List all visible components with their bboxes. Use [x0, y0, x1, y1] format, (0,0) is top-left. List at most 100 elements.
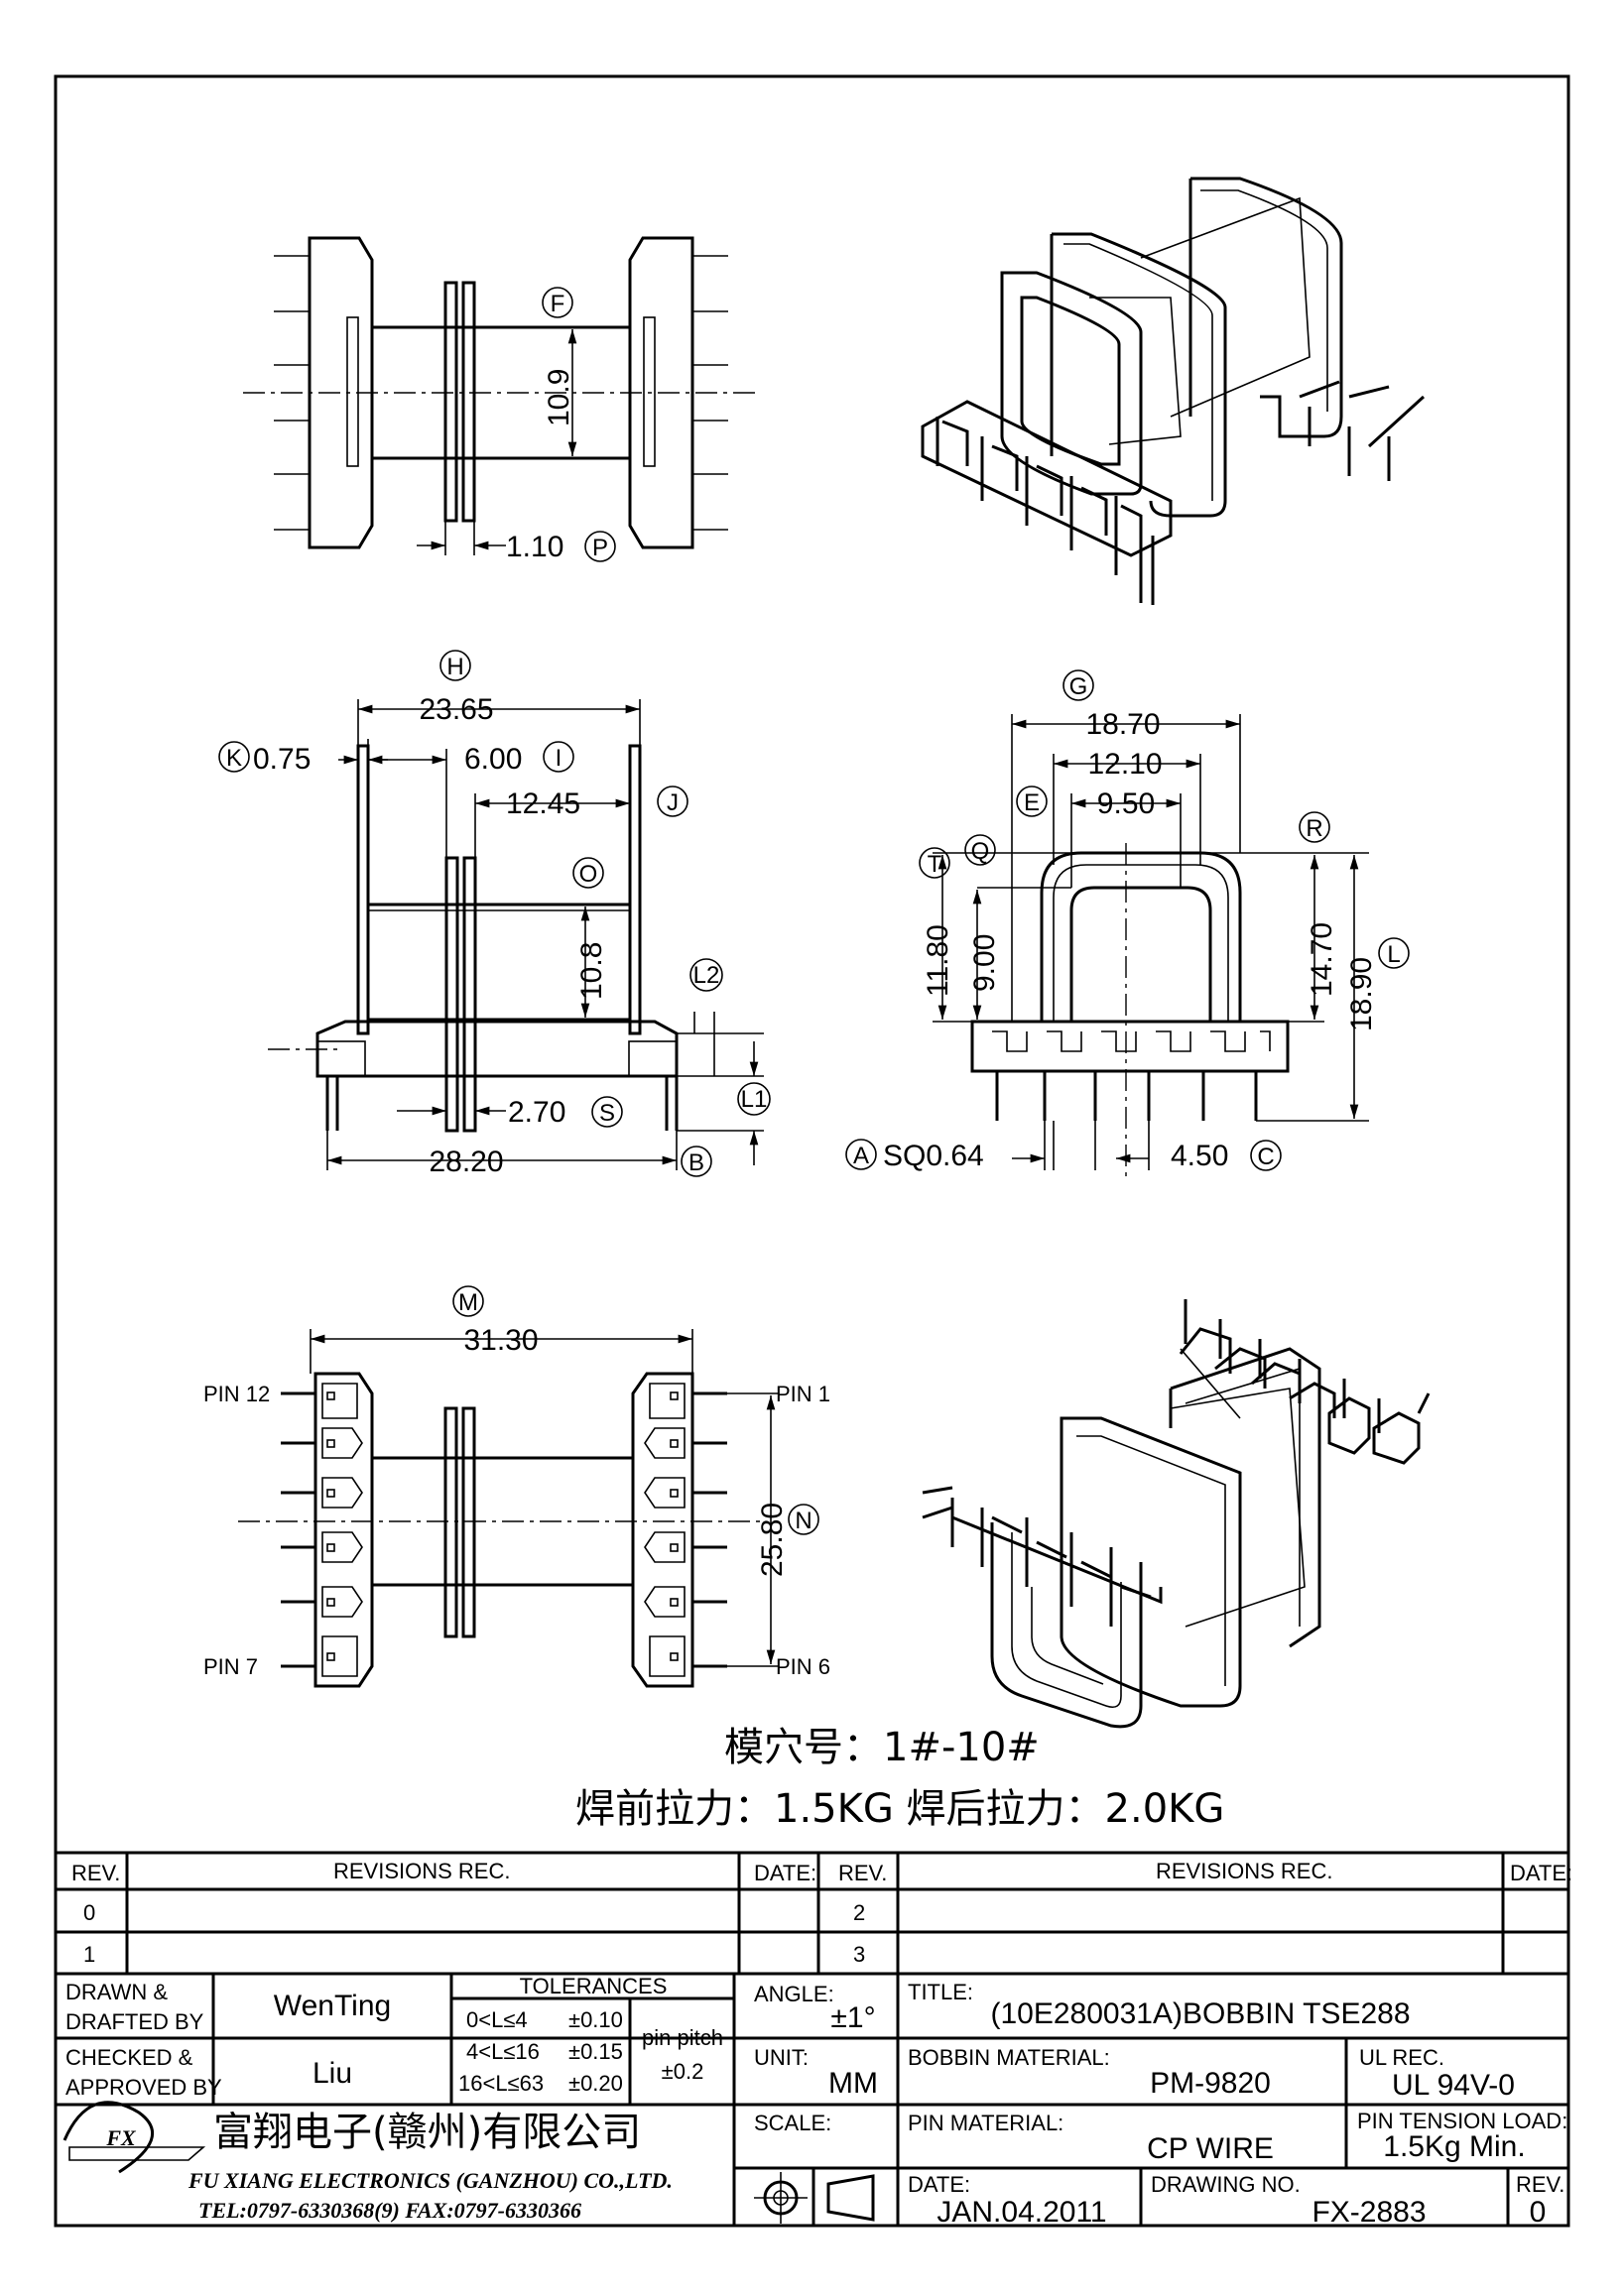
scale-label: SCALE: [754, 2111, 831, 2135]
tag-c: C [1257, 1144, 1274, 1170]
tag-g: G [1069, 673, 1088, 700]
date-header-left: DATE: [754, 1861, 816, 1885]
tag-k: K [226, 745, 242, 772]
dim-flange-thickness: 0.75 [253, 743, 311, 776]
ul-rec-value: UL 94V-0 [1392, 2069, 1515, 2102]
ul-rec-label: UL REC. [1359, 2045, 1444, 2070]
tag-l2: L2 [693, 962, 720, 989]
unit-label: UNIT: [754, 2045, 809, 2070]
tag-o: O [579, 861, 598, 888]
pin-7-label: PIN 7 [203, 1654, 258, 1679]
cavity-note: 模穴号：1#-10# [724, 1725, 1040, 1770]
isometric-view-2 [922, 1299, 1431, 1729]
dim-pin-row-span: 31.30 [463, 1324, 538, 1357]
dim-flange-width: 18.70 [1085, 708, 1160, 741]
dim-window-height: 9.00 [968, 934, 1001, 992]
revisions-header-right: REVISIONS REC. [1156, 1859, 1332, 1883]
tag-e: E [1024, 789, 1040, 816]
date-header-right: DATE: [1510, 1861, 1572, 1885]
tag-q: Q [971, 838, 990, 865]
company-logo: FX [105, 2125, 137, 2150]
tol-value-0: ±0.10 [568, 2007, 623, 2032]
pin-pitch-value: ±0.2 [662, 2059, 704, 2084]
drawing-no-value: FX-2883 [1312, 2196, 1426, 2229]
pin-tension-value: 1.5Kg Min. [1383, 2130, 1525, 2163]
dim-pin-pitch: 4.50 [1171, 1140, 1228, 1172]
pin-material-label: PIN MATERIAL: [908, 2111, 1063, 2135]
rev-row-1: 1 [83, 1942, 95, 1967]
rev-row-0: 0 [83, 1900, 95, 1925]
dim-body-height: 14.70 [1306, 922, 1338, 997]
drawn-label-line1: DRAWN & [65, 1980, 168, 2004]
side-view [933, 714, 1369, 1180]
tag-n: N [795, 1508, 812, 1534]
tag-h: H [446, 654, 463, 680]
tol-range-1: 4<L≤16 [466, 2039, 540, 2064]
dim-core-width: 10.9 [543, 369, 575, 426]
pin-pitch-label: pin pitch [642, 2025, 723, 2050]
rev-label: REV. [1516, 2172, 1564, 2197]
rev-header-right: REV. [838, 1861, 887, 1885]
tol-range-0: 0<L≤4 [466, 2007, 528, 2032]
front-view [268, 699, 764, 1170]
drawn-by-value: WenTing [274, 1990, 391, 2022]
tag-t: T [928, 851, 942, 878]
drawn-label-line2: DRAFTED BY [65, 2009, 204, 2034]
dim-winding-width: 12.45 [506, 787, 580, 820]
title-block-lines [56, 1851, 1568, 2226]
unit-value: MM [828, 2067, 878, 2100]
pin-1-label: PIN 1 [776, 1382, 830, 1406]
dim-tube-height: 10.8 [575, 942, 608, 1000]
tag-r: R [1306, 815, 1322, 842]
checked-label-line1: CHECKED & [65, 2045, 193, 2070]
dim-overall-flange: 23.65 [419, 693, 493, 726]
tag-b: B [688, 1149, 704, 1176]
bottom-view [238, 1329, 779, 1688]
tag-l1: L1 [741, 1086, 768, 1113]
rev-header: REV. [71, 1861, 120, 1885]
dim-pin-row-length: 25.80 [756, 1503, 789, 1577]
tol-value-2: ±0.20 [568, 2071, 623, 2096]
tag-l: L [1387, 941, 1400, 968]
dim-pin-section: SQ0.64 [883, 1140, 984, 1172]
rev-row-2: 2 [853, 1900, 865, 1925]
isometric-view-1 [921, 177, 1426, 605]
rev-value: 0 [1530, 2196, 1547, 2229]
dim-window-width: 9.50 [1097, 787, 1155, 820]
tag-m: M [458, 1289, 478, 1316]
dim-inner-flange: 12.10 [1087, 748, 1162, 781]
tag-j: J [667, 789, 679, 816]
tol-value-1: ±0.15 [568, 2039, 623, 2064]
company-name-cn: 富翔电子(赣州)有限公司 [213, 2110, 641, 2155]
title-value: (10E280031A)BOBBIN TSE288 [990, 1997, 1410, 2030]
dim-flange-height: 11.80 [922, 924, 954, 997]
bobbin-material-value: PM-9820 [1150, 2067, 1271, 2100]
dim-flange-gap: 6.00 [464, 743, 522, 776]
drawing-no-label: DRAWING NO. [1151, 2172, 1301, 2197]
date-value: JAN.04.2011 [937, 2196, 1106, 2229]
company-name-en: FU XIANG ELECTRONICS (GANZHOU) CO.,LTD. [187, 2168, 673, 2193]
tag-p: P [592, 535, 608, 561]
tag-a: A [853, 1143, 869, 1169]
bobbin-material-label: BOBBIN MATERIAL: [908, 2045, 1110, 2070]
dim-divider-width: 2.70 [508, 1096, 565, 1129]
top-view [243, 236, 759, 555]
tag-i: I [556, 745, 562, 772]
date-label: DATE: [908, 2172, 970, 2197]
dim-total-height: 18.90 [1345, 957, 1378, 1031]
pin-tension-label: PIN TENSION LOAD: [1357, 2109, 1567, 2133]
angle-value: ±1° [830, 2001, 875, 2034]
tag-f: F [551, 291, 565, 317]
pin-12-label: PIN 12 [203, 1382, 270, 1406]
title-label: TITLE: [908, 1980, 973, 2004]
tag-s: S [599, 1100, 615, 1127]
checked-label-line2: APPROVED BY [65, 2075, 222, 2100]
tolerances-label: TOLERANCES [520, 1974, 668, 1998]
pull-force-note: 焊前拉力：1.5KG 焊后拉力：2.0KG [575, 1786, 1224, 1832]
dim-pin-span: 28.20 [429, 1146, 503, 1178]
company-contact: TEL:0797-6330368(9) FAX:0797-6330366 [198, 2198, 581, 2223]
pin-material-value: CP WIRE [1147, 2132, 1274, 2165]
angle-label: ANGLE: [754, 1982, 834, 2006]
checked-by-value: Liu [312, 2057, 352, 2090]
